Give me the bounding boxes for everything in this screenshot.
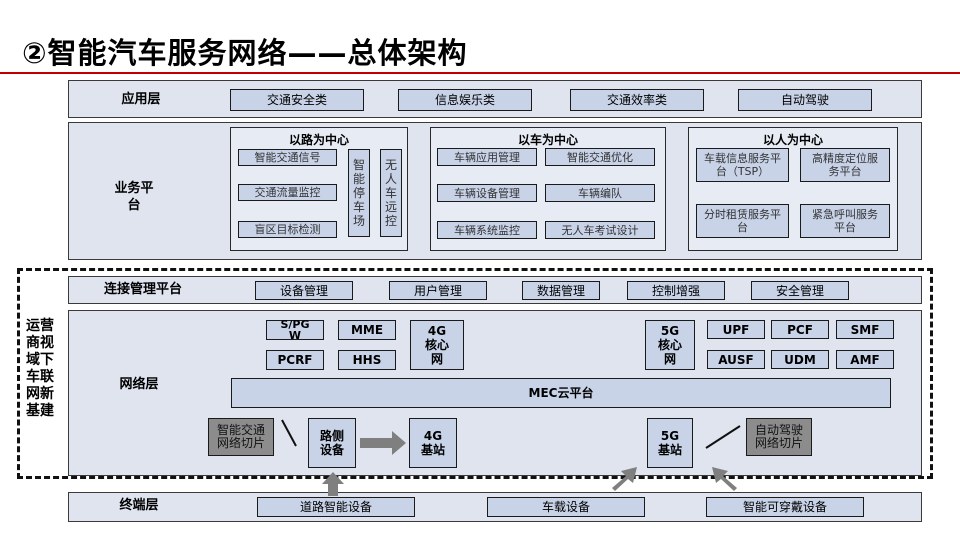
core5g-box: 5G核心网 xyxy=(645,320,695,370)
car-item-driverless-test: 无人车考试设计 xyxy=(545,221,655,239)
business-layer-label: 业务平台 xyxy=(114,181,154,213)
person-item-time-rental: 分时租赁服务平台 xyxy=(696,204,789,238)
terminal-layer-label: 终端层 xyxy=(119,498,159,513)
app-item-infotainment: 信息娱乐类 xyxy=(398,89,532,111)
terminal-item-road-devices: 道路智能设备 xyxy=(257,497,415,517)
app-item-autonomous-driving: 自动驾驶 xyxy=(738,89,872,111)
app-item-traffic-efficiency: 交通效率类 xyxy=(570,89,704,111)
bs-4g: 4G基站 xyxy=(409,418,457,468)
road-item-flow-monitor: 交通流量监控 xyxy=(238,184,337,201)
conn-item-device-mgmt: 设备管理 xyxy=(255,281,353,300)
road-centered-title: 以路为中心 xyxy=(288,133,349,147)
core5g-ausf: AUSF xyxy=(707,350,765,369)
core5g-upf: UPF xyxy=(707,320,765,339)
conn-item-control-enhance: 控制增强 xyxy=(627,281,725,300)
title-divider xyxy=(0,72,960,74)
road-item-blindspot-detect: 盲区目标检测 xyxy=(238,221,337,238)
connection-layer-label: 连接管理平台 xyxy=(103,282,182,297)
connector-slice-to-roadside xyxy=(281,419,297,447)
car-item-traffic-optimize: 智能交通优化 xyxy=(545,148,655,166)
page-title: ②智能汽车服务网络——总体架构 xyxy=(22,36,468,70)
core5g-udm: UDM xyxy=(771,350,829,369)
mec-cloud-platform: MEC云平台 xyxy=(231,378,891,408)
person-item-emergency-call: 紧急呼叫服务平台 xyxy=(800,204,890,238)
core4g-mme: MME xyxy=(338,320,396,340)
car-item-device-mgmt: 车辆设备管理 xyxy=(437,184,537,202)
slice-autonomous-driving: 自动驾驶网络切片 xyxy=(746,418,812,456)
core4g-spgw: S/PGW xyxy=(266,319,324,341)
conn-item-user-mgmt: 用户管理 xyxy=(389,281,487,300)
core4g-pcrf: PCRF xyxy=(266,350,324,370)
arrow-vehicle-to-bs5g xyxy=(612,467,637,491)
core5g-amf: AMF xyxy=(836,350,894,369)
core4g-box: 4G核心网 xyxy=(410,320,464,370)
car-item-app-mgmt: 车辆应用管理 xyxy=(437,148,537,166)
operator-infrastructure-label: 运营商视域下车联网新基建 xyxy=(24,318,56,420)
app-item-traffic-safety: 交通安全类 xyxy=(230,89,364,111)
arrow-roadside-to-bs4g xyxy=(360,431,406,455)
person-centered-title: 以人为中心 xyxy=(762,133,823,147)
connector-bs5g-to-slice xyxy=(705,425,741,449)
application-layer-label: 应用层 xyxy=(121,92,161,107)
terminal-item-wearables: 智能可穿戴设备 xyxy=(706,497,864,517)
conn-item-security-mgmt: 安全管理 xyxy=(751,281,849,300)
terminal-item-vehicle-devices: 车载设备 xyxy=(487,497,645,517)
network-layer-label: 网络层 xyxy=(119,377,159,392)
car-centered-title: 以车为中心 xyxy=(517,133,578,147)
core5g-smf: SMF xyxy=(836,320,894,339)
bs-5g: 5G基站 xyxy=(647,418,693,468)
conn-item-data-mgmt: 数据管理 xyxy=(522,281,600,300)
car-item-system-monitor: 车辆系统监控 xyxy=(437,221,537,239)
slice-smart-traffic: 智能交通网络切片 xyxy=(208,418,274,456)
arrow-wearable-to-bs5g xyxy=(712,467,737,491)
person-item-tsp: 车载信息服务平台（TSP） xyxy=(696,148,789,182)
car-item-platooning: 车辆编队 xyxy=(545,184,655,202)
person-item-hd-positioning: 高精度定位服务平台 xyxy=(800,148,890,182)
core5g-pcf: PCF xyxy=(771,320,829,339)
road-item-remote-control: 无人车远控 xyxy=(380,149,402,237)
arrow-terminal-to-roadside xyxy=(322,472,344,496)
road-item-smart-parking: 智能停车场 xyxy=(348,149,370,237)
core4g-hhs: HHS xyxy=(338,350,396,370)
operator-infrastructure-boundary xyxy=(17,268,933,479)
roadside-unit: 路侧设备 xyxy=(308,418,356,468)
road-item-smart-signal: 智能交通信号 xyxy=(238,149,337,166)
